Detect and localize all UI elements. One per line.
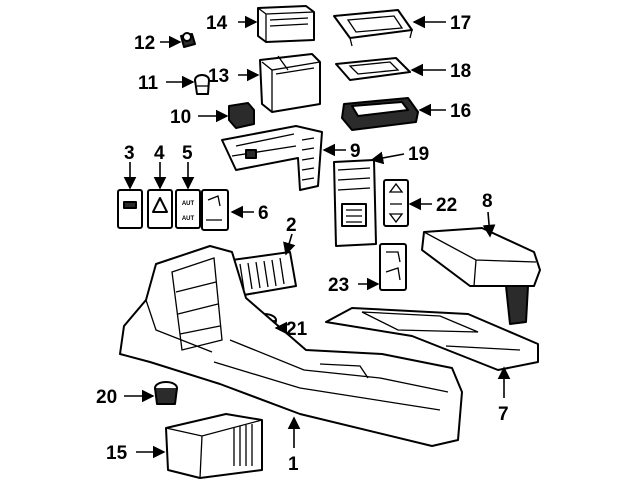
callout-7: 7 [498,404,509,425]
part-9-bezel [221,125,323,191]
callout-10: 10 [170,107,191,128]
part-17-bezel [333,9,413,47]
callout-2: 2 [286,215,297,236]
part-13-box [259,53,321,113]
callout-14: 14 [206,13,228,34]
switch-5-bottom-text: AUT [182,216,195,222]
part-11-socket [194,74,210,95]
part-7-top-plate [325,307,539,371]
callout-22: 22 [436,195,457,216]
part-12-plug [180,32,196,48]
part-14-lid [257,5,315,43]
callout-17: 17 [450,13,471,34]
switch-3 [117,189,143,229]
part-15-bin [165,413,263,479]
part-8-armrest [421,227,541,325]
part-20-knob [154,381,178,405]
callout-8: 8 [482,191,493,212]
callout-11: 11 [138,73,159,94]
part-1-console-body [119,245,463,447]
part-16-tray [341,97,419,131]
callout-9: 9 [350,141,361,162]
part-19-panel [333,159,377,247]
switch-5: AUT AUT [175,189,201,229]
switch-5-top-text: AUT [182,201,195,207]
callout-19: 19 [408,144,429,165]
leader-2 [283,233,296,256]
part-6-switch [201,189,229,231]
callout-18: 18 [450,61,471,82]
leader-lines [123,15,511,459]
part-10-block [228,102,255,129]
part-23-switch [379,243,407,291]
part-22-switch [383,179,409,227]
leader-19 [370,151,405,165]
callout-1: 1 [288,454,299,475]
leader-8 [482,211,496,238]
callout-23: 23 [328,275,349,296]
callout-labels: 14 12 11 13 10 17 18 16 9 19 22 8 3 4 5 … [96,13,509,475]
part-18-insert [335,57,411,81]
callout-6: 6 [258,203,269,224]
callout-3: 3 [124,143,135,164]
callout-16: 16 [450,101,471,122]
callout-4: 4 [154,143,165,164]
switch-4 [147,189,173,229]
callout-20: 20 [96,387,117,408]
callout-21: 21 [286,319,308,340]
callout-5: 5 [182,143,193,164]
callout-15: 15 [106,443,128,464]
callout-13: 13 [208,66,229,87]
callout-12: 12 [134,33,155,54]
